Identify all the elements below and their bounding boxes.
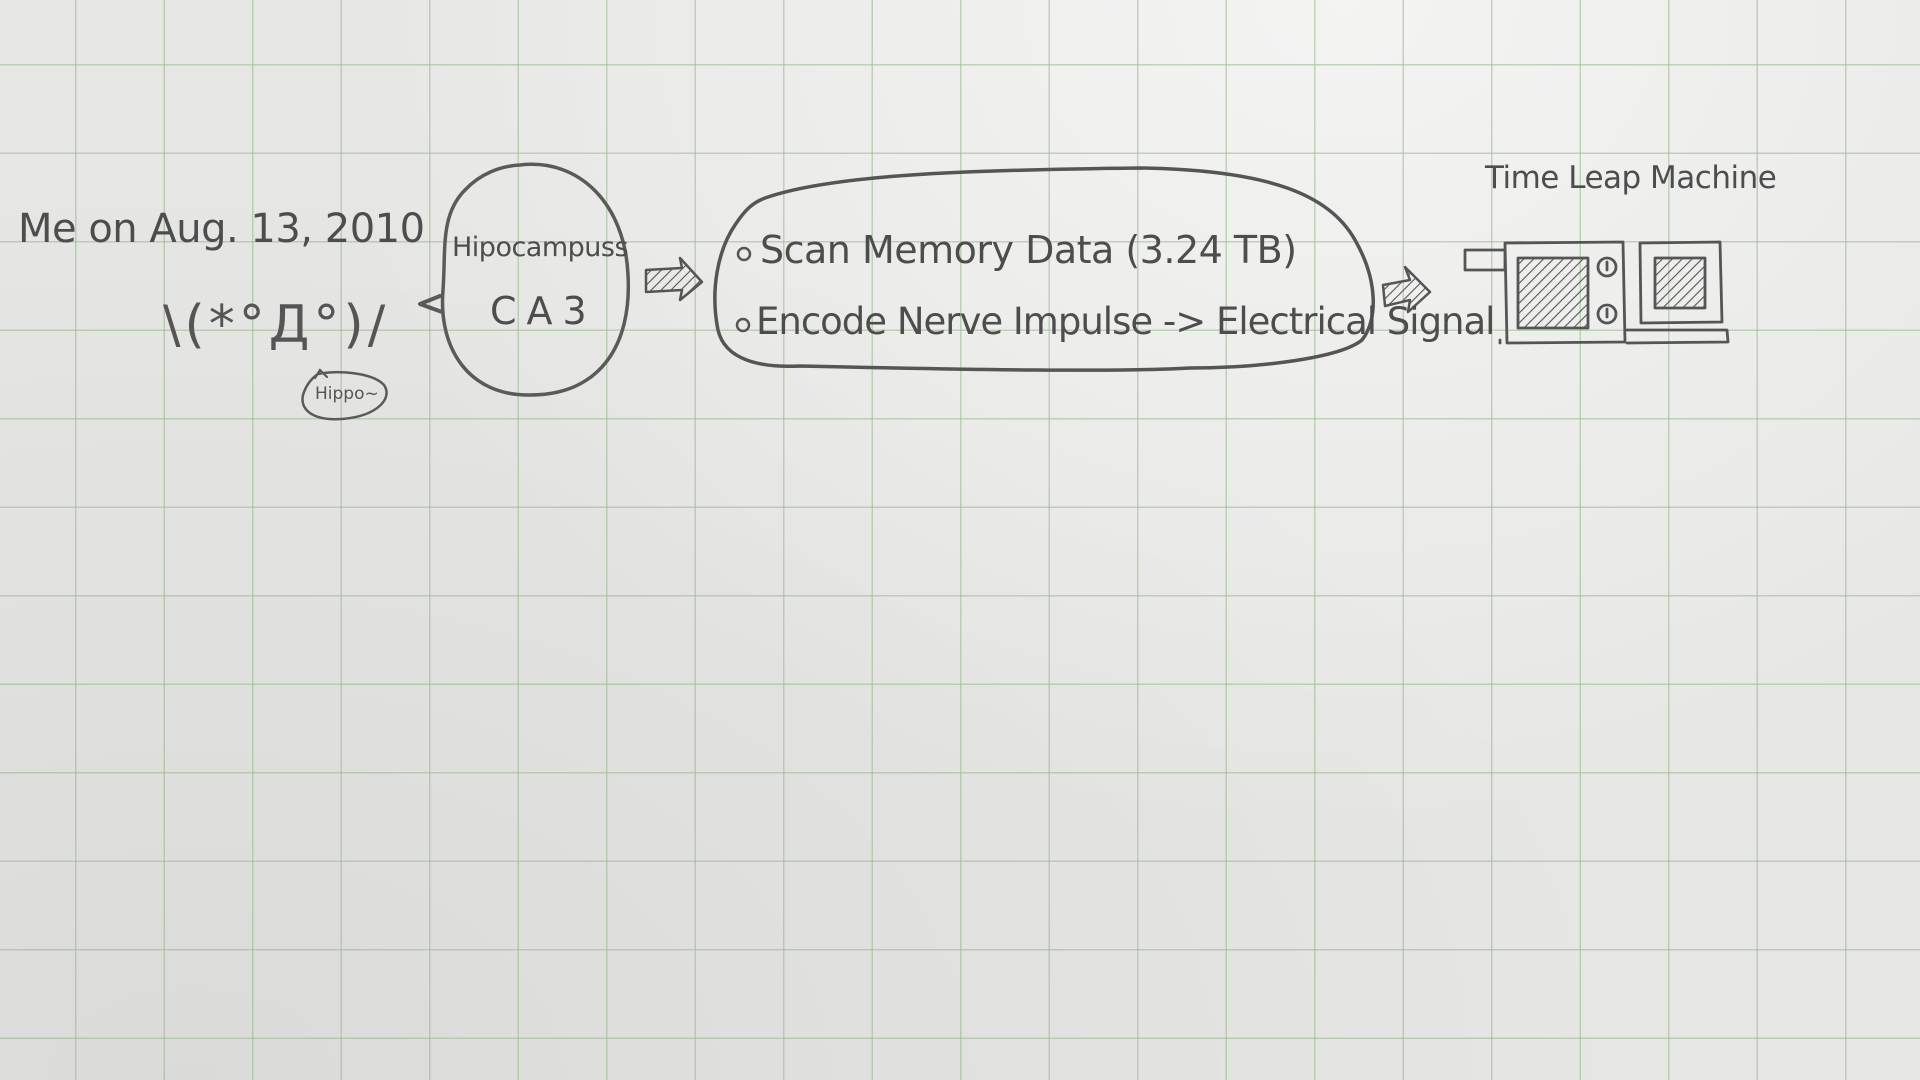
subject-label: Me on Aug. 13, 2010 <box>18 206 425 252</box>
process-item-encode: Encode Nerve Impulse -> Electrical Signa… <box>756 300 1495 343</box>
hippocampus-outline <box>440 162 631 397</box>
machine-title: Time Leap Machine <box>1485 160 1777 196</box>
face-to-hippocampus-arrow <box>418 294 444 314</box>
process-cloud-outline <box>713 166 1375 372</box>
kaomoji-face: \(*°Д°)/ <box>163 295 390 355</box>
bullet-1-icon <box>736 246 752 262</box>
process-item-scan: Scan Memory Data (3.24 TB) <box>760 228 1297 272</box>
arrow-2-icon <box>1381 265 1432 314</box>
hippo-speech-bubble <box>301 370 388 421</box>
time-leap-machine-icon <box>1463 240 1730 345</box>
hippo-speech-text: Hippo~ <box>315 384 379 404</box>
arrow-1-icon <box>644 256 704 302</box>
bullet-2-icon <box>735 317 751 333</box>
hippocampus-region: CA3 <box>490 289 597 333</box>
hippo-speech-tail <box>313 368 329 380</box>
hippocampus-title: Hipocampuss <box>452 232 629 263</box>
